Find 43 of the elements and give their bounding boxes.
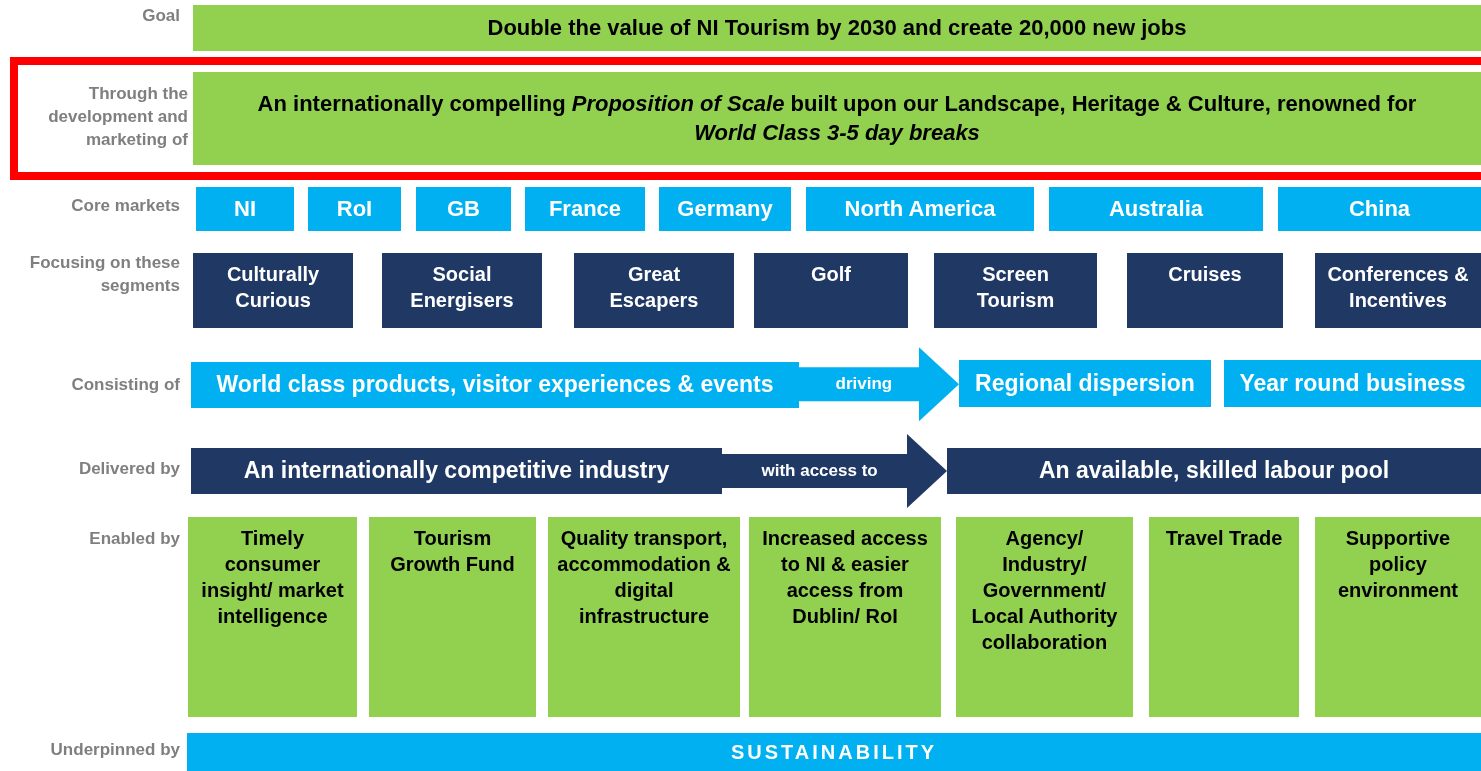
- market-box: Germany: [659, 187, 791, 231]
- segment-box: Cruises: [1127, 253, 1283, 328]
- enabler-box: Supportive policy environment: [1315, 517, 1481, 717]
- outcome-box: Year round business: [1224, 360, 1481, 407]
- segment-box: Great Escapers: [574, 253, 734, 328]
- edge-label: driving: [835, 374, 893, 395]
- row-label: Focusing on these segments: [28, 252, 180, 297]
- goal-box: Double the value of NI Tourism by 2030 and create 20,000 new jobs: [193, 5, 1481, 51]
- segment-box: Golf: [754, 253, 908, 328]
- segment-box: Culturally Curious: [193, 253, 353, 328]
- market-box: Australia: [1049, 187, 1263, 231]
- market-box: GB: [416, 187, 511, 231]
- enabler-box: Tourism Growth Fund: [369, 517, 536, 717]
- enabler-box: Travel Trade: [1149, 517, 1299, 717]
- segment-box: Social Energisers: [382, 253, 542, 328]
- row-label: Delivered by: [77, 458, 180, 480]
- industry-box: An available, skilled labour pool: [947, 448, 1481, 494]
- row-label: Enabled by: [88, 528, 180, 550]
- row-label: Consisting of: [70, 374, 180, 396]
- segment-box: Screen Tourism: [934, 253, 1097, 328]
- enabler-box: Quality transport, accommodation & digital infrastructure: [548, 517, 740, 717]
- highlight-frame: [10, 57, 1481, 180]
- sustainability-bar: SUSTAINABILITY: [187, 733, 1481, 771]
- row-label: Goal: [141, 5, 180, 27]
- row-label: Underpinned by: [49, 739, 180, 761]
- block-arrow: [722, 434, 947, 508]
- enabler-box: Timely consumer insight/ market intelligence: [188, 517, 357, 717]
- enabler-box: Agency/ Industry/ Government/ Local Authority collaboration: [956, 517, 1133, 717]
- block-arrow: [799, 347, 959, 422]
- edge-label: with access to: [761, 461, 878, 481]
- proposition-box: An internationally compelling Proposition of Scale built upon our Landscape, Heritage & Culture, renowned for World Class 3-5 day breaks: [193, 72, 1481, 165]
- row-label: Core markets: [70, 195, 180, 217]
- enabler-box: Increased access to NI & easier access from Dublin/ RoI: [749, 517, 941, 717]
- market-box: NI: [196, 187, 294, 231]
- market-box: China: [1278, 187, 1481, 231]
- row-label: Through the development and marketing of: [47, 83, 188, 151]
- product-box: World class products, visitor experiences & events: [191, 362, 799, 408]
- outcome-box: Regional dispersion: [959, 360, 1211, 407]
- market-box: RoI: [308, 187, 401, 231]
- industry-box: An internationally competitive industry: [191, 448, 722, 494]
- segment-box: Conferences & Incentives: [1315, 253, 1481, 328]
- market-box: France: [525, 187, 645, 231]
- market-box: North America: [806, 187, 1034, 231]
